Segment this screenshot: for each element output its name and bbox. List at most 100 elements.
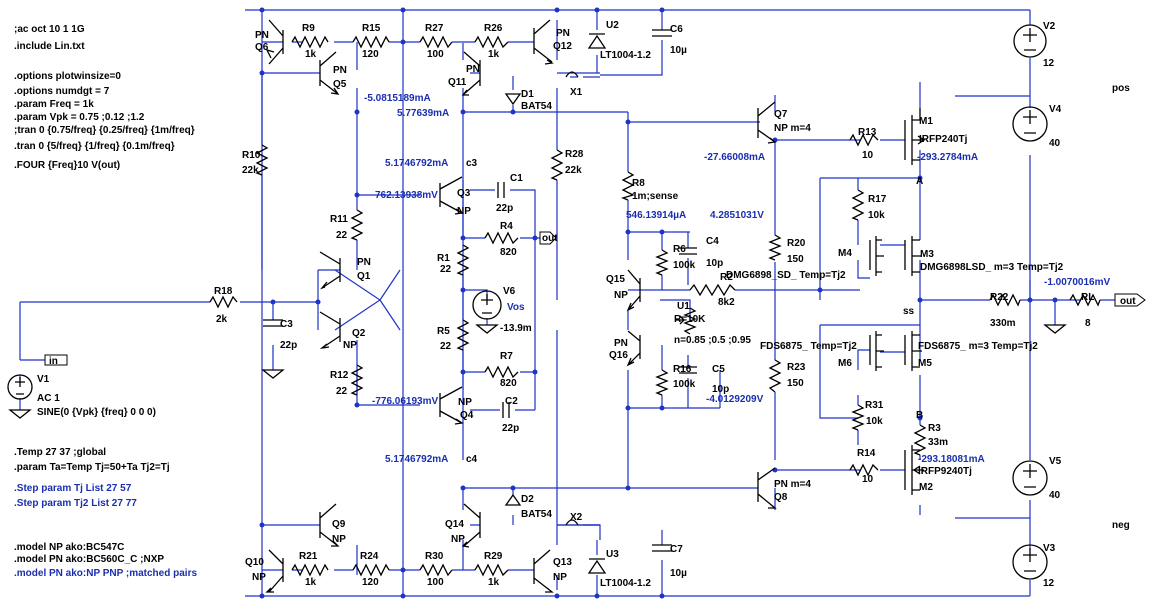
resistor-r6-symbol [655, 249, 669, 276]
jumper-x1-symbol [565, 71, 579, 78]
c2-ref-label: C2 [505, 396, 518, 407]
q6-type-label: PN [255, 30, 269, 41]
directive-line: ;tran 0 {0.75/freq} {0.25/freq} {1m/freq… [14, 125, 195, 136]
r27-ref-label: R27 [425, 23, 444, 34]
r4-value-label: 820 [500, 247, 517, 258]
resistor-r22-symbol [989, 293, 1021, 307]
r13-value-label: 10 [862, 150, 874, 161]
q2-ref-label: Q2 [352, 328, 366, 339]
capacitor-c3-symbol [263, 319, 283, 327]
transistor-q9-symbol [319, 503, 340, 547]
resistor-r29-symbol [474, 563, 509, 577]
u1-param-label: n=0.85 ;0.5 ;0.95 [674, 335, 751, 346]
r17-value-label: 10k [868, 210, 885, 221]
ground-symbol [261, 369, 285, 379]
transistor-q1-symbol [319, 251, 341, 290]
capacitor-c6-symbol [652, 29, 672, 37]
r7-value-label: 820 [500, 378, 517, 389]
op-ss-voltage: -1.0070016mV [1044, 277, 1110, 288]
directive-line: .FOUR {Freq}10 V(out) [14, 160, 120, 171]
q10-ref-label: Q10 [245, 557, 264, 568]
resistor-r9-symbol [291, 35, 329, 49]
jumper-x2-symbol [565, 519, 579, 526]
resistor-r13-symbol [849, 133, 879, 147]
c3-value-label: 22p [280, 340, 297, 351]
net-label-pos: pos [1112, 83, 1130, 94]
m5-value-label: FDS6875_ m=3 Temp=Tj2 [918, 341, 1038, 352]
net-label-out: out [542, 233, 558, 244]
r26-ref-label: R26 [484, 23, 503, 34]
transistor-q8-symbol [757, 467, 777, 509]
m4-value-label: DMG6898_SD_ Temp=Tj2 [726, 270, 846, 281]
c1-value-label: 22p [496, 203, 513, 214]
r29-value-label: 1k [488, 577, 500, 588]
r15-value-label: 120 [362, 49, 379, 60]
capacitor-c7-symbol [652, 544, 672, 552]
op-q7-current: -27.66008mA [704, 152, 765, 163]
r30-ref-label: R30 [425, 551, 444, 562]
transistor-q7-symbol [757, 101, 777, 144]
reference-u2-symbol [587, 33, 607, 49]
net-label-a: A [916, 176, 923, 187]
r21-ref-label: R21 [299, 551, 318, 562]
m3-value-label: DMG6898LSD_ m=3 Temp=Tj2 [920, 262, 1064, 273]
r7-ref-label: R7 [500, 351, 513, 362]
c6-ref-label: C6 [670, 24, 683, 35]
r30-value-label: 100 [427, 577, 444, 588]
directive-line: .options numdgt = 7 [14, 86, 110, 97]
u2-ref-label: U2 [606, 20, 619, 31]
r1-ref-label: R1 [437, 253, 450, 264]
transistor-q13-symbol [533, 549, 554, 593]
r11-value-label: 22 [336, 230, 348, 241]
r10-value-label: 22k [242, 165, 259, 176]
resistor-r27-symbol [419, 35, 453, 49]
q3-ref-label: Q3 [457, 188, 471, 199]
junction-dots [259, 7, 1058, 599]
r6-value-label: 100k [673, 260, 696, 271]
c1-ref-label: C1 [510, 173, 523, 184]
m4-ref-label: M4 [838, 248, 852, 259]
r16-value-label: 100k [673, 379, 696, 390]
net-label-in: in [49, 356, 58, 367]
net-label-c3: c3 [466, 158, 478, 169]
r12-ref-label: R12 [330, 370, 349, 381]
ground-symbol [475, 324, 499, 334]
rl-value-label: 8 [1085, 318, 1091, 329]
c2-value-label: 22p [502, 423, 519, 434]
op-m2-current: -293.18081mA [918, 454, 985, 465]
directive-line: .options plotwinsize=0 [14, 71, 121, 82]
mosfet-m3-symbol [904, 236, 922, 276]
capacitor-c2-symbol [502, 402, 510, 418]
transistor-q10-symbol [265, 549, 284, 593]
mosfet-m5-symbol [904, 331, 922, 371]
resistor-r20-symbol [768, 234, 782, 261]
v1-ref-label: V1 [37, 374, 50, 385]
m2-ref-label: M2 [919, 482, 933, 493]
op-q3-current: 5.1746792mA [385, 158, 448, 169]
resistor-r23-symbol [768, 359, 782, 393]
r24-ref-label: R24 [360, 551, 379, 562]
net-label-c4: c4 [466, 454, 478, 465]
transistor-q2-symbol [319, 311, 341, 349]
component-symbols [7, 19, 1146, 593]
c5-value-label: 10p [712, 384, 729, 395]
u3-value-label: LT1004-1.2 [600, 578, 651, 589]
m3-ref-label: M3 [920, 249, 934, 260]
m6-value-label: FDS6875_ Temp=Tj2 [760, 341, 857, 352]
resistor-r21-symbol [291, 563, 329, 577]
x2-ref-label: X2 [570, 512, 583, 523]
r9-value-label: 1k [305, 49, 317, 60]
q16-type-label: PN [614, 338, 628, 349]
r1-value-label: 22 [440, 264, 452, 275]
r9-ref-label: R9 [302, 23, 315, 34]
diode-d2-symbol [504, 493, 522, 506]
transistor-q6-symbol [265, 19, 284, 65]
op-q8-node: -4.0129209V [706, 394, 764, 405]
directive-line: ;ac oct 10 1 1G [14, 24, 85, 35]
mosfet-m2-symbol [904, 445, 924, 495]
r23-value-label: 150 [787, 378, 804, 389]
ground-symbol [8, 409, 32, 419]
c4-value-label: 10p [706, 258, 723, 269]
q12-type-label: PN [556, 28, 570, 39]
